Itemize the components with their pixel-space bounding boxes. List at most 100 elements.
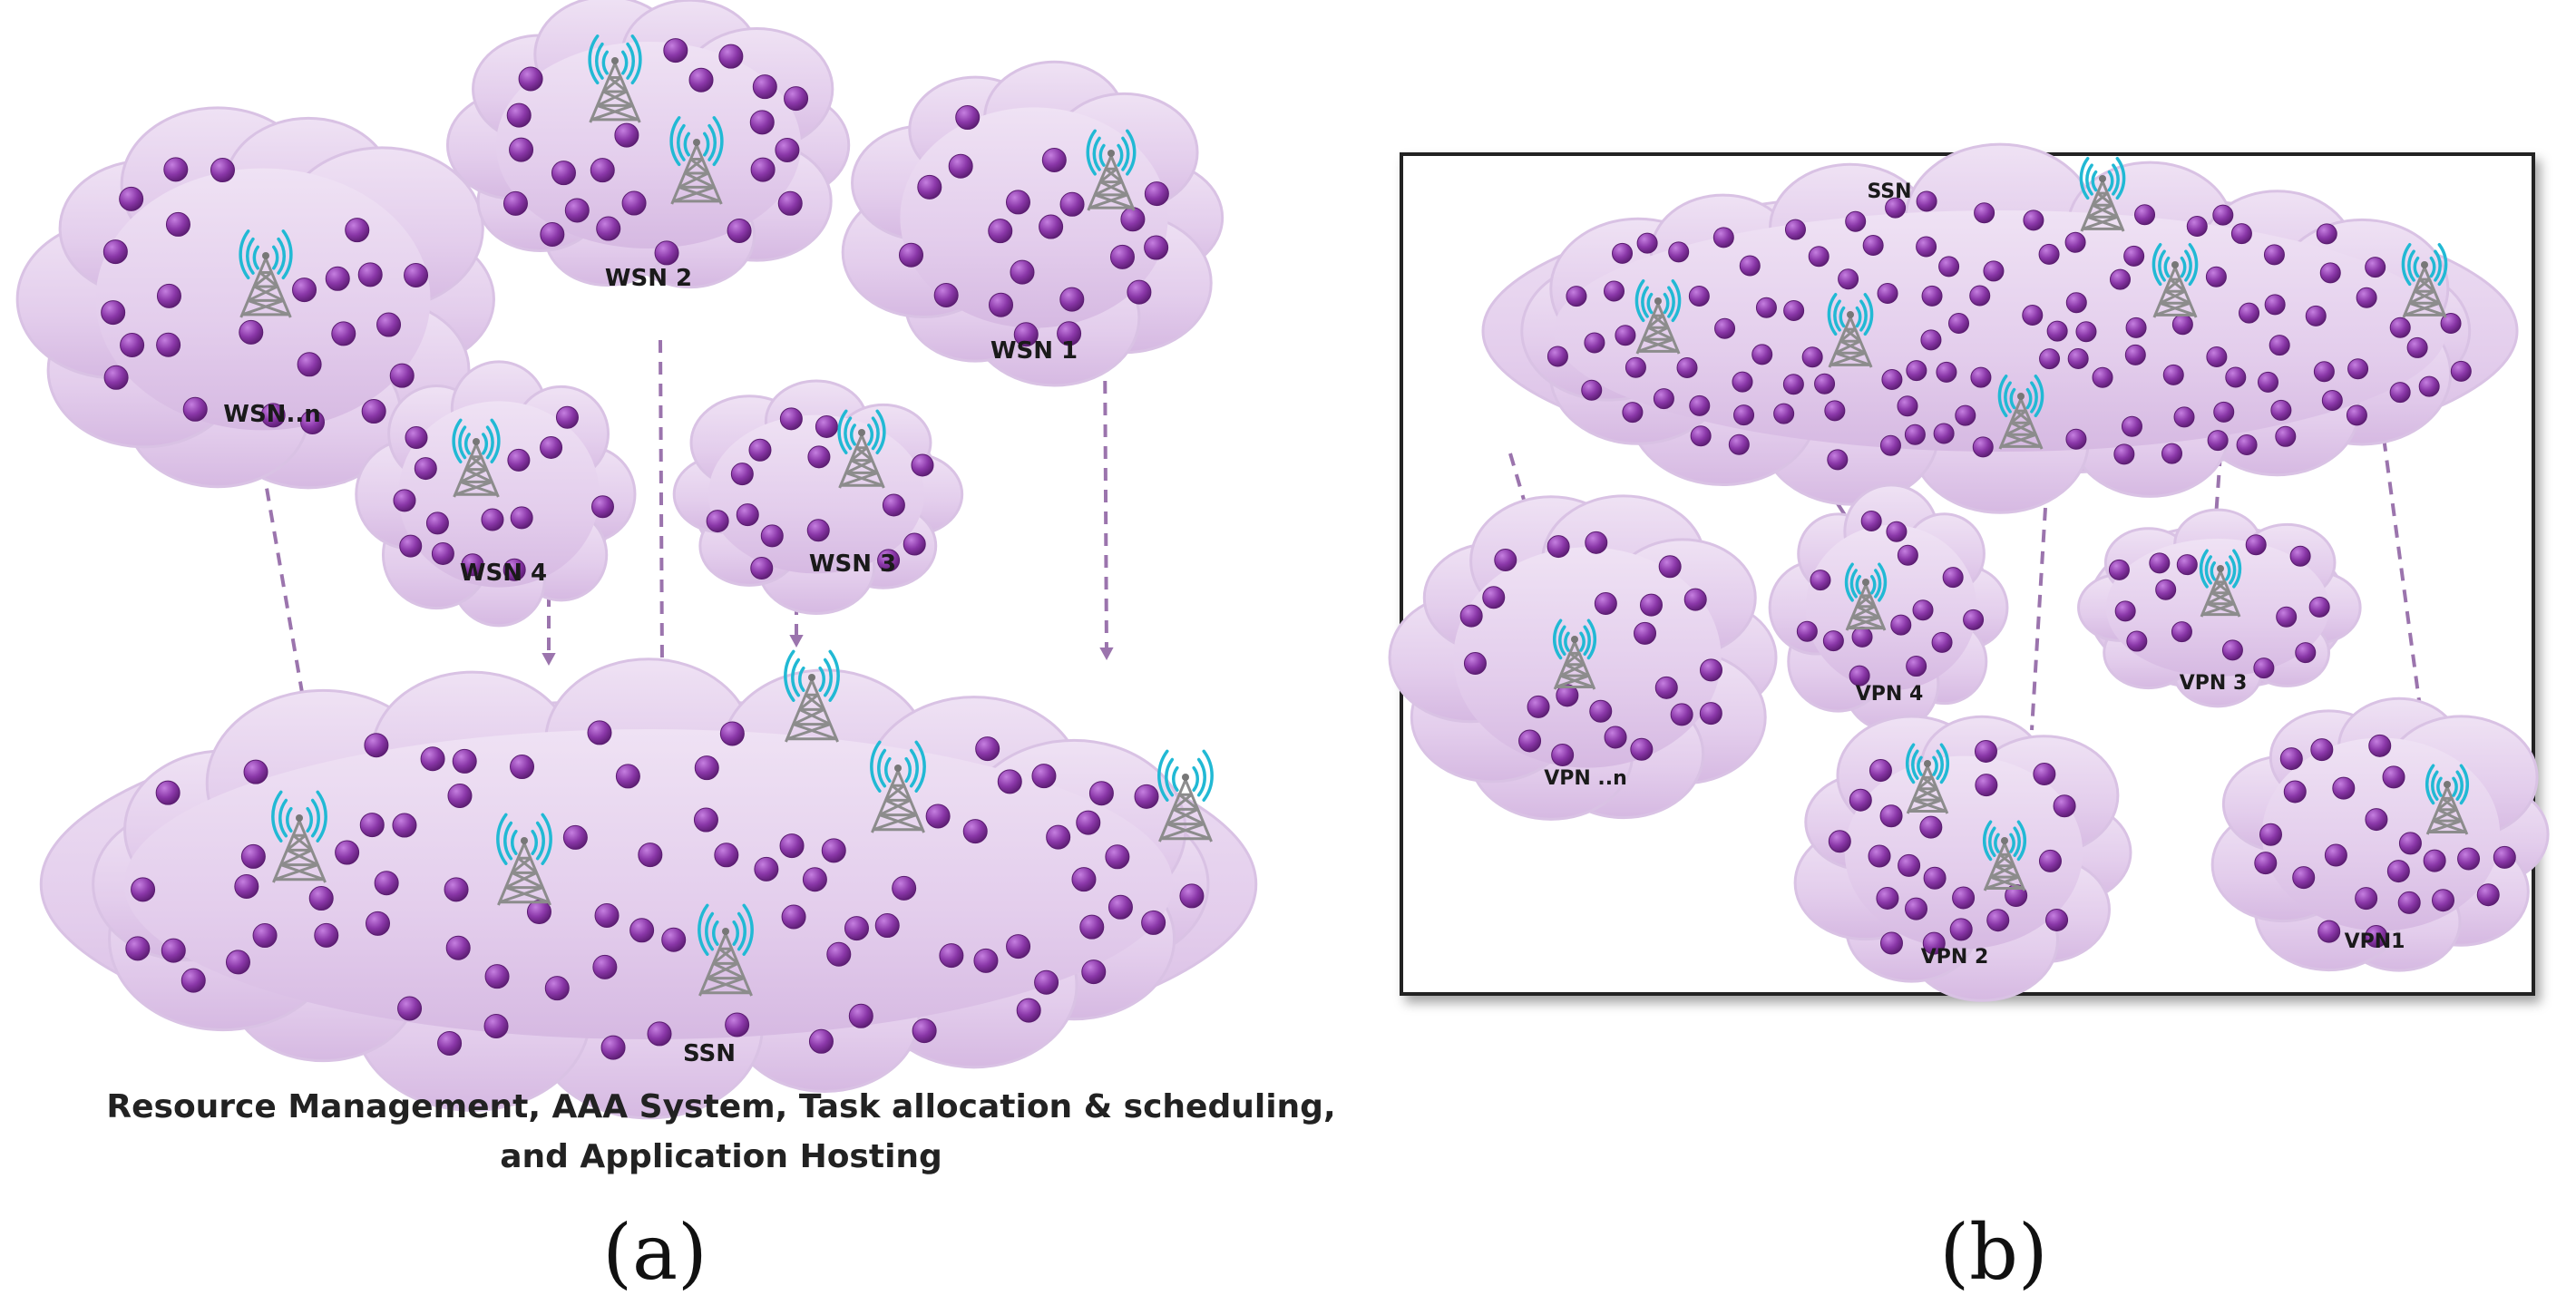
sensor-node <box>590 495 614 519</box>
sensor-node <box>2355 887 2378 911</box>
sensor-node <box>2114 600 2136 622</box>
sensor-node <box>297 352 322 377</box>
sensor-node <box>600 1035 626 1060</box>
sensor-node <box>452 748 477 774</box>
sensor-node <box>592 954 618 979</box>
radio-tower-icon <box>588 34 642 123</box>
radio-tower-icon <box>271 790 327 883</box>
node-group <box>706 407 934 580</box>
sensor-node <box>997 769 1022 794</box>
sensor-node <box>2225 366 2247 388</box>
sensor-node <box>1005 190 1030 215</box>
sensor-node <box>2432 889 2455 912</box>
sensor-node <box>1134 784 1159 809</box>
sensor-node <box>750 556 774 580</box>
sensor-node <box>1584 332 1605 354</box>
sensor-node <box>590 158 615 183</box>
sensor-node <box>2230 223 2252 245</box>
sensor-node <box>1796 620 1818 642</box>
sensor-node <box>989 292 1014 317</box>
sensor-node <box>1860 511 1882 532</box>
cloud-wsn-1 <box>841 60 1225 387</box>
sensor-node <box>1634 621 1657 645</box>
sensor-node <box>2347 358 2369 380</box>
sensor-node <box>1039 214 1064 239</box>
sensor-node <box>2368 734 2392 757</box>
sensor-node <box>1494 549 1517 572</box>
sensor-node <box>1081 959 1107 985</box>
sensor-node <box>234 873 259 899</box>
sensor-node <box>1016 998 1041 1023</box>
sensor-node <box>1974 739 1997 763</box>
sensor-node <box>102 239 128 265</box>
sensor-node <box>2365 924 2388 948</box>
sensor-node <box>2213 401 2235 423</box>
sensor-node <box>917 174 942 200</box>
cloud-ssn <box>39 649 1258 1120</box>
sensor-node <box>1676 356 1698 378</box>
sensor-node <box>1983 260 2005 282</box>
sensor-node <box>1936 361 1957 383</box>
sensor-node <box>181 968 206 993</box>
radio-tower-icon <box>452 418 501 498</box>
sensor-node <box>510 755 535 780</box>
sensor-node <box>2046 320 2068 342</box>
cloud-shape <box>445 0 851 289</box>
sensor-node <box>483 1013 509 1038</box>
sensor-node <box>1881 369 1903 391</box>
sensor-node <box>562 824 588 850</box>
sensor-node <box>1594 592 1617 616</box>
sensor-node <box>1879 804 1903 828</box>
sensor-node <box>587 720 612 745</box>
sensor-node <box>1668 241 1690 263</box>
sensor-node <box>1974 202 1995 224</box>
sensor-node <box>2134 204 2156 226</box>
sensor-node <box>300 409 326 434</box>
sensor-node <box>925 804 951 829</box>
sensor-node <box>2149 552 2171 574</box>
sensor-node <box>163 157 189 182</box>
radio-tower-icon <box>870 740 926 833</box>
sensor-node <box>892 875 917 901</box>
sensor-node <box>1916 190 1937 212</box>
cloud-label-wsn-n: WSN..n <box>223 401 320 428</box>
sensor-node <box>754 856 779 882</box>
sensor-node <box>1615 325 1636 346</box>
sensor-node <box>848 1003 873 1028</box>
sensor-node <box>484 964 510 989</box>
sensor-node <box>1589 699 1613 723</box>
dashed-link <box>2030 507 2047 731</box>
sensor-node <box>1547 535 1570 559</box>
sensor-node <box>364 733 389 758</box>
sensor-node <box>1868 844 1891 868</box>
sensor-node <box>2305 305 2327 326</box>
sensor-node <box>1041 147 1067 172</box>
sensor-node <box>596 216 621 241</box>
sensor-node <box>506 102 532 128</box>
sensor-node <box>1890 614 1912 636</box>
sensor-node <box>2038 243 2060 265</box>
sensor-node <box>1921 285 1943 307</box>
sensor-node <box>366 911 391 936</box>
radio-tower-icon <box>698 903 754 997</box>
cloud-label-wsn-4: WSN 4 <box>460 560 547 587</box>
sensor-node <box>1141 910 1166 935</box>
sensor-node <box>1869 759 1892 783</box>
node-group <box>125 720 1205 1060</box>
cloud-shape <box>672 379 964 615</box>
sensor-node <box>503 558 526 581</box>
cloud-label-vpn-2: VPN 2 <box>1921 946 1989 969</box>
sensor-node <box>359 813 385 838</box>
sensor-node <box>821 838 846 863</box>
sensor-node <box>503 190 528 216</box>
sensor-node <box>551 161 576 186</box>
sensor-node <box>2161 443 2183 464</box>
radio-tower-icon <box>2152 243 2199 318</box>
sensor-node <box>1604 280 1625 302</box>
sensor-node <box>1556 684 1579 707</box>
sensor-node <box>988 219 1013 244</box>
sensor-node <box>2171 621 2192 643</box>
sensor-node <box>1782 374 1804 395</box>
sensor-node <box>1862 235 1884 257</box>
radio-tower-icon <box>669 116 724 205</box>
